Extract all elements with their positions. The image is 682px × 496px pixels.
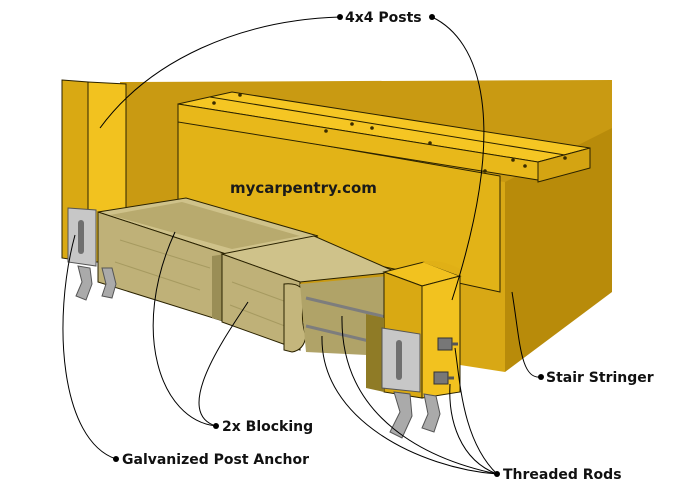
label-galvanized-post-anchor: Galvanized Post Anchor [122,452,309,468]
label-stair-stringer: Stair Stringer [546,370,654,386]
label-2x-blocking: 2x Blocking [222,419,313,435]
label-threaded-rods: Threaded Rods [503,467,622,483]
label-4x4-posts: 4x4 Posts [345,10,422,26]
watermark-text: mycarpentry.com [230,179,377,197]
